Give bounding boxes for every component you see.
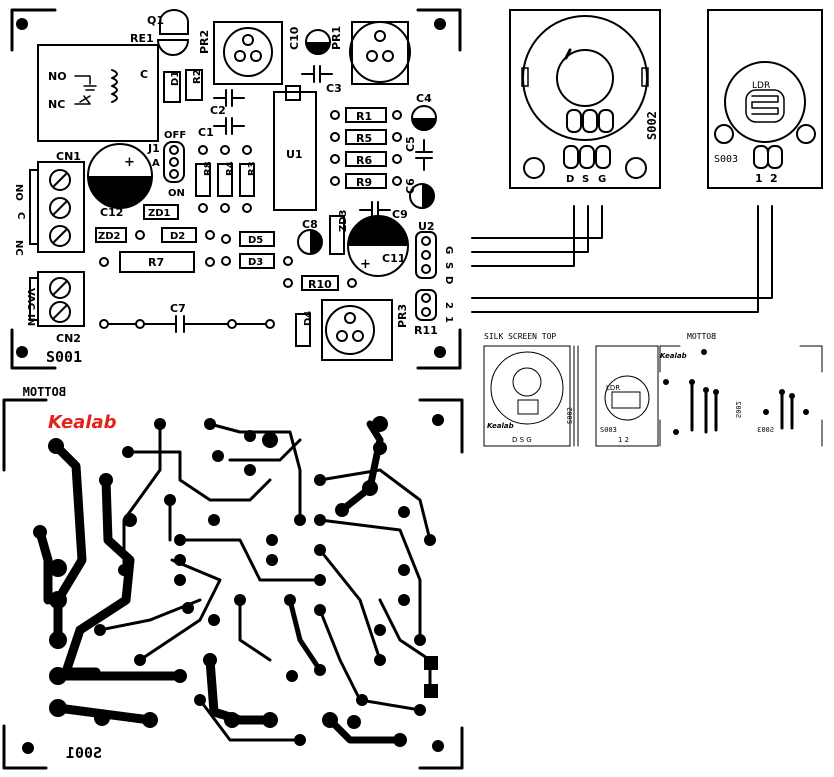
pr1-label: PR1 xyxy=(330,26,343,50)
bottom-preview-s002: S002 xyxy=(734,401,742,418)
u2-pin-g: G xyxy=(443,246,454,254)
d4-label: D4 xyxy=(303,311,314,326)
cn2-label: CN2 xyxy=(56,332,81,345)
r7-label: R7 xyxy=(148,256,164,269)
bottom-pads xyxy=(33,416,438,747)
cn1-pin-no: NO xyxy=(13,184,24,201)
c10-label: C10 xyxy=(288,26,301,50)
bottom-board: BOTTOM Kealab S001 xyxy=(2,385,464,770)
on-label: ON xyxy=(168,188,185,199)
silk-dsg: D S G xyxy=(512,436,532,444)
ldr-label: LDR xyxy=(752,81,770,91)
module-wires xyxy=(471,205,773,313)
silk-preview: SILK SCREEN TOP Kealab D S G S002 LDR S0… xyxy=(483,332,659,447)
u2-pin-s: S xyxy=(443,262,454,269)
j1-label: J1 xyxy=(147,142,160,155)
bottom-title: BOTTOM xyxy=(23,385,66,399)
q1-label: Q1 xyxy=(147,14,164,27)
pr3-pin-1: 1 xyxy=(443,316,454,323)
cn2-pin-vac: VAC xyxy=(25,288,36,310)
c6-label: C6 xyxy=(404,178,417,194)
bottom-brand: Kealab xyxy=(48,412,117,433)
bottom-preview-title: BOTTOM xyxy=(687,332,716,341)
r10-label: R10 xyxy=(308,278,332,291)
r4-label: R4 xyxy=(225,161,236,176)
cn2-pin-in: IN xyxy=(25,314,36,326)
pr3-label: PR3 xyxy=(396,304,409,328)
c12-label: C12 xyxy=(100,206,123,219)
s001-label: S001 xyxy=(46,348,82,366)
cn1-pin-nc: NC xyxy=(13,240,24,256)
u2-pin-d: D xyxy=(443,276,454,284)
bottom-preview-s003: S003 xyxy=(757,426,774,434)
bottom-s001: S001 xyxy=(66,744,102,762)
c11-plus: + xyxy=(360,257,371,272)
s002-pin-d: D xyxy=(566,174,574,185)
relay-nc-label: NC xyxy=(48,98,65,111)
resistor-bank: R1 R5 R6 R9 xyxy=(330,107,402,189)
s002-pin-g: G xyxy=(598,174,606,185)
r11-label: R11 xyxy=(414,324,438,337)
r9-label: R9 xyxy=(356,176,372,189)
silk-preview-title: SILK SCREEN TOP xyxy=(484,332,556,341)
a-label: A xyxy=(152,158,160,169)
r3-label: R3 xyxy=(247,161,258,176)
c12-plus: + xyxy=(124,155,135,170)
re1-label: RE1 xyxy=(130,32,154,45)
silk-brand: Kealab xyxy=(487,422,514,430)
silk-ldr: LDR xyxy=(606,384,620,392)
c7-label: C7 xyxy=(170,302,186,315)
pr2-label: PR2 xyxy=(198,30,211,54)
bottom-preview-brand: Kealab xyxy=(660,352,687,360)
zd1-label: ZD1 xyxy=(148,208,171,219)
d5-label: D5 xyxy=(248,235,263,246)
c8-label: C8 xyxy=(302,218,318,231)
zd3-label: ZD3 xyxy=(338,209,349,232)
c5-label: C5 xyxy=(404,136,417,152)
c9-label: C9 xyxy=(392,208,408,221)
bottom-preview: BOTTOM Kealab S002 S003 xyxy=(659,332,823,447)
cn1-label: CN1 xyxy=(56,150,81,163)
s003-label: S003 xyxy=(714,154,738,165)
cn1-pin-c: C xyxy=(15,212,26,219)
r1-label: R1 xyxy=(356,110,372,123)
c11-label: C11 xyxy=(382,252,405,265)
s002-label: S002 xyxy=(645,111,659,140)
silk-s002: S002 xyxy=(566,407,574,424)
s003-pin-1: 1 xyxy=(755,172,763,185)
c1-label: C1 xyxy=(198,126,214,139)
zd2-label: ZD2 xyxy=(98,231,121,242)
d1-label: D1 xyxy=(170,71,181,86)
off-label: OFF xyxy=(164,130,186,141)
s003-pin-2: 2 xyxy=(770,172,778,185)
relay-c-label: C xyxy=(140,68,148,81)
silk-pins12: 1 2 xyxy=(618,436,629,444)
r6-label: R6 xyxy=(356,154,372,167)
s002-pin-s: S xyxy=(582,174,589,185)
module-s003: LDR S003 1 2 xyxy=(707,9,823,189)
d3-label: D3 xyxy=(248,257,263,268)
top-board: NO NC C RE1 Q1 PR2 C10 PR1 C3 D1 R2 xyxy=(10,8,462,370)
u2-label: U2 xyxy=(418,220,435,233)
module-s002: D S G S002 xyxy=(509,9,661,189)
relay-no-label: NO xyxy=(48,70,67,83)
r8-label: R8 xyxy=(203,161,214,176)
d2-label: D2 xyxy=(170,231,185,242)
c2-label: C2 xyxy=(210,104,226,117)
pr3-pin-2: 2 xyxy=(443,302,454,309)
c4-label: C4 xyxy=(416,92,432,105)
r5-label: R5 xyxy=(356,132,372,145)
c3-label: C3 xyxy=(326,82,342,95)
r2-label: R2 xyxy=(192,69,203,84)
u1-label: U1 xyxy=(286,148,303,161)
silk-s003: S003 xyxy=(600,426,617,434)
